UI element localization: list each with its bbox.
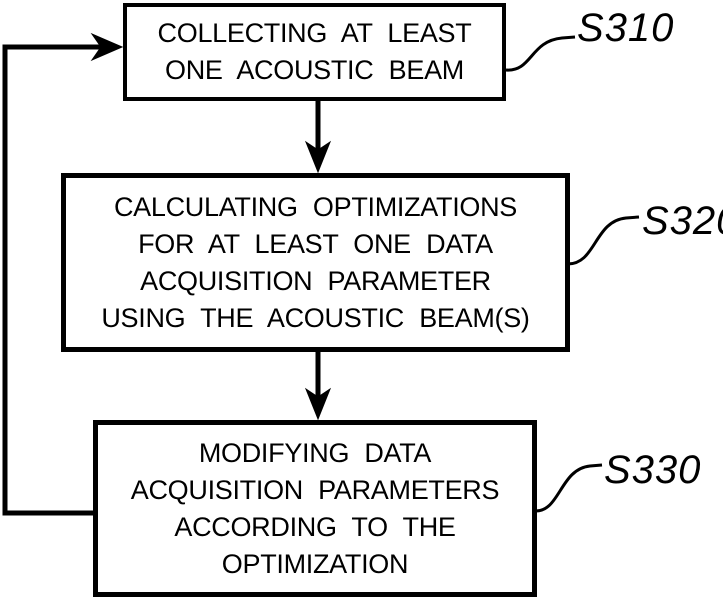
step-s320-line-1: CALCULATING OPTIMIZATIONS [114, 189, 517, 226]
leader-line-s310 [506, 37, 575, 70]
step-s330-line-1: MODIFYING DATA [199, 435, 431, 472]
step-box-s330: MODIFYING DATA ACQUISITION PARAMETERS AC… [93, 420, 537, 597]
leader-line-s330 [535, 465, 602, 511]
arrowhead-down-icon [306, 142, 330, 172]
arrow-s320-to-s330 [306, 350, 330, 419]
step-s310-line-2: ONE ACOUSTIC BEAM [165, 52, 464, 89]
step-label-s330: S330 [604, 450, 701, 490]
step-label-s310: S310 [577, 8, 674, 48]
step-s330-line-4: OPTIMIZATION [222, 546, 408, 583]
step-box-s310: COLLECTING AT LEAST ONE ACOUSTIC BEAM [123, 3, 506, 101]
step-s330-line-2: ACQUISITION PARAMETERS [131, 472, 499, 509]
leader-line-s320 [567, 217, 639, 264]
step-s320-line-3: ACQUISITION PARAMETER [140, 263, 491, 300]
step-box-s320: CALCULATING OPTIMIZATIONS FOR AT LEAST O… [61, 173, 570, 352]
arrowhead-right-icon [92, 34, 122, 60]
arrow-s310-to-s320 [306, 99, 330, 172]
step-s320-line-2: FOR AT LEAST ONE DATA [138, 226, 493, 263]
arrowhead-down-icon [306, 389, 330, 419]
step-s320-line-4: USING THE ACOUSTIC BEAM(S) [101, 300, 529, 337]
step-s310-line-1: COLLECTING AT LEAST [158, 15, 472, 52]
step-label-s320: S320 [642, 201, 723, 241]
step-s330-line-3: ACCORDING TO THE [174, 509, 455, 546]
